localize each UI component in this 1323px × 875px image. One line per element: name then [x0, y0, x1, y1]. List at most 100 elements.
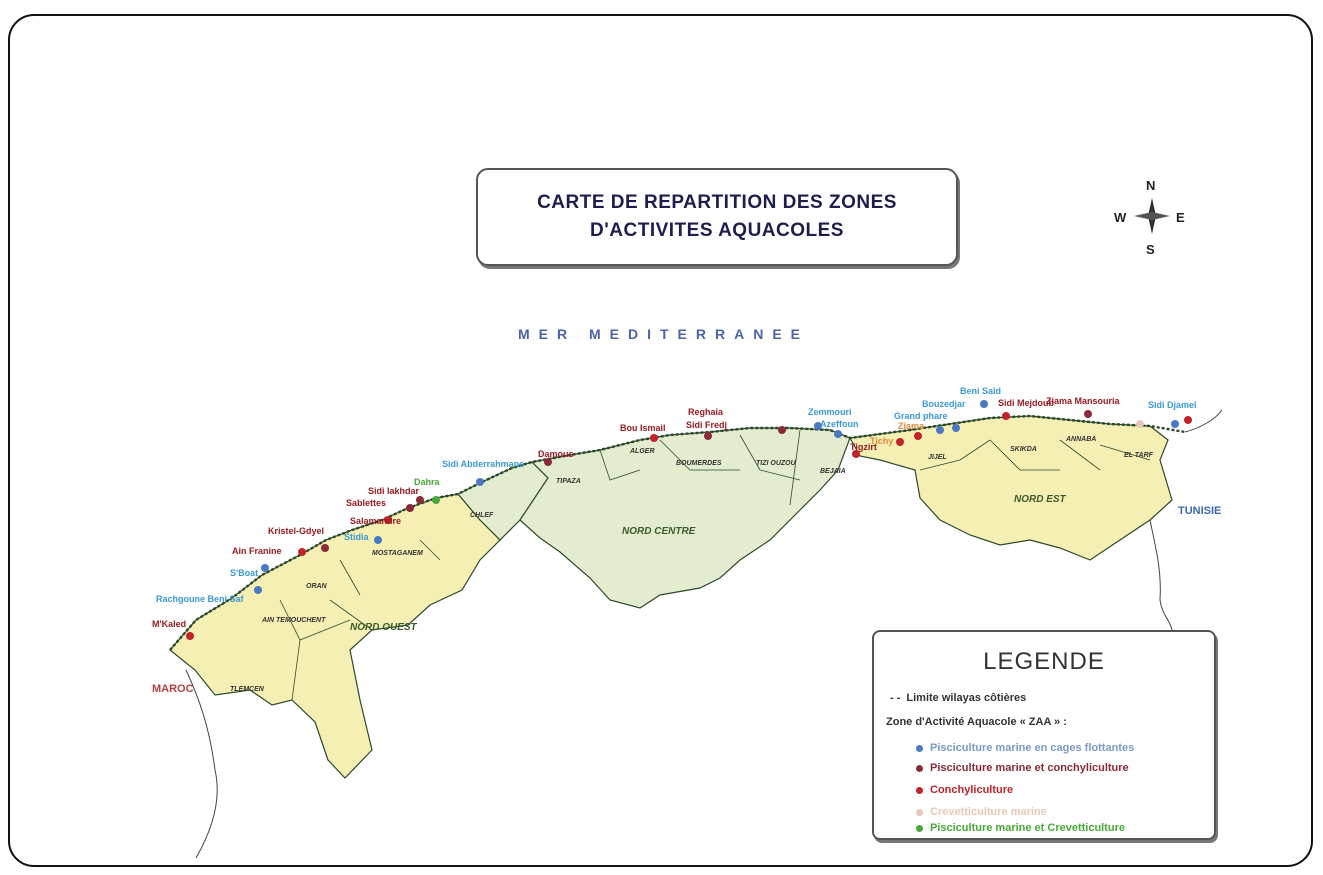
wilaya-label: JIJEL	[928, 454, 947, 461]
site-dot	[374, 536, 382, 544]
legend-box: LEGENDE - - Limite wilayas côtières Zone…	[872, 630, 1216, 840]
wilaya-label: TIZI OUZOU	[756, 460, 796, 467]
legend-item-label: Crevetticulture marine	[930, 806, 1047, 818]
site-dot	[650, 434, 658, 442]
tunisia-coast	[1184, 409, 1223, 433]
legend-boundary: - - Limite wilayas côtières	[890, 692, 1026, 704]
site-label: Bou Ismail	[620, 423, 666, 433]
site-dot	[952, 424, 960, 432]
site-label: Bouzedjar	[922, 399, 966, 409]
compass-west: W	[1114, 210, 1127, 225]
legend-item-label: Pisciculture marine et Crevetticulture	[930, 822, 1126, 834]
wilaya-lines-west	[279, 539, 441, 701]
legend-item: Pisciculture marine en cages flottantes	[916, 742, 1134, 754]
wilaya-label: MOSTAGANEM	[372, 550, 423, 557]
blue-dot-icon	[916, 744, 923, 752]
legend-item: Pisciculture marine et conchyliculture	[916, 762, 1129, 774]
site-dot	[1136, 420, 1144, 428]
map-title-line-1: CARTE DE REPARTITION DES ZONES	[537, 192, 897, 213]
pink-dot-icon	[916, 808, 923, 816]
wilaya-label: BEJAIA	[820, 468, 846, 475]
site-label: Sidi Fredj	[686, 420, 728, 430]
site-label: Kristel-Gdyel	[268, 526, 325, 536]
country-west: MAROC	[152, 683, 194, 695]
map-title-line-2: D'ACTIVITES AQUACOLES	[590, 220, 844, 241]
site-dot	[936, 426, 944, 434]
site-label: Sablettes	[346, 498, 387, 508]
brown-dot-icon	[916, 764, 923, 772]
wilaya-label: CHLEF	[470, 512, 494, 519]
site-dot	[261, 564, 269, 572]
wilaya-label: ALGER	[630, 448, 655, 455]
legend-item: Crevetticulture marine	[916, 806, 1047, 818]
legend-item-label: Conchyliculture	[930, 784, 1014, 796]
site-dot	[254, 586, 262, 594]
compass-rose-icon: N S E W	[1112, 176, 1192, 266]
red-dot-icon	[916, 786, 923, 794]
wilaya-lines-east	[919, 439, 1151, 471]
zone-label-nord-centre: NORD CENTRE	[622, 526, 696, 537]
site-dot	[1084, 410, 1092, 418]
site-label: Sidi lakhdar	[368, 486, 420, 496]
legend-item-label: Pisciculture marine en cages flottantes	[930, 742, 1135, 754]
site-dot	[384, 516, 392, 524]
site-label: M'Kaled	[152, 619, 187, 629]
site-dot	[544, 458, 552, 466]
site-dot	[406, 504, 414, 512]
site-label: Dahra	[414, 477, 440, 487]
morocco-border	[185, 669, 218, 859]
tunisia-border	[1149, 519, 1173, 631]
site-label: Ziama	[898, 421, 925, 431]
site-label: Sidi Abderrahmane	[442, 459, 525, 469]
zone-nord-est	[849, 415, 1173, 561]
legend-boundary-label: Limite wilayas côtières	[906, 692, 1027, 704]
zone-label-nord-ouest: NORD OUEST	[350, 622, 417, 633]
site-dot	[896, 438, 904, 446]
wilaya-label: SKIKDA	[1010, 446, 1037, 453]
site-dot	[416, 496, 424, 504]
site-dot	[298, 548, 306, 556]
site-label: Tigzirt	[850, 442, 877, 452]
dashed-line-icon: - -	[890, 692, 901, 704]
site-label: Salamandre	[350, 516, 402, 526]
site-dot	[834, 430, 842, 438]
wilaya-label: ANNABA	[1066, 436, 1097, 443]
site-dot	[1171, 420, 1179, 428]
country-east: TUNISIE	[1178, 505, 1222, 517]
compass-north: N	[1146, 178, 1156, 193]
site-dot	[778, 426, 786, 434]
site-label: Damous	[538, 449, 574, 459]
site-dot	[980, 400, 988, 408]
compass-east: E	[1176, 210, 1185, 225]
site-dot	[476, 478, 484, 486]
site-label: Azeffoun	[820, 419, 859, 429]
wilaya-label: TLEMCEN	[230, 686, 264, 693]
wilaya-label: EL TARF	[1124, 452, 1153, 459]
site-label: Sidi Djamel	[1148, 400, 1197, 410]
compass-star-icon	[1134, 198, 1170, 234]
coastline	[169, 414, 1186, 651]
site-dot	[186, 632, 194, 640]
site-label: Sidi Mejdoub	[998, 398, 1054, 408]
compass-south: S	[1146, 242, 1155, 257]
site-label: Beni Said	[960, 386, 1002, 396]
legend-zaa: Zone d'Activité Aquacole « ZAA » :	[886, 716, 1067, 728]
site-label: Ain Franine	[232, 546, 282, 556]
wilaya-label: BOUMERDES	[676, 460, 722, 467]
site-label: Reghaia	[688, 407, 724, 417]
site-dot	[1184, 416, 1192, 424]
site-label: S'Boat	[230, 568, 259, 578]
site-label: Tichy	[870, 436, 894, 446]
site-label: Grand phare	[894, 411, 948, 421]
site-label: Rachgoune Beni Saf	[156, 594, 244, 604]
site-dot	[814, 422, 822, 430]
green-dot-icon	[916, 824, 923, 832]
site-label: Stidia	[344, 532, 369, 542]
sea-label: MER MEDITERRANEE	[518, 326, 810, 342]
site-dot	[321, 544, 329, 552]
map-frame	[8, 14, 1313, 867]
site-dot	[914, 432, 922, 440]
wilaya-label: ORAN	[306, 583, 327, 590]
site-label: Zemmouri	[808, 407, 852, 417]
